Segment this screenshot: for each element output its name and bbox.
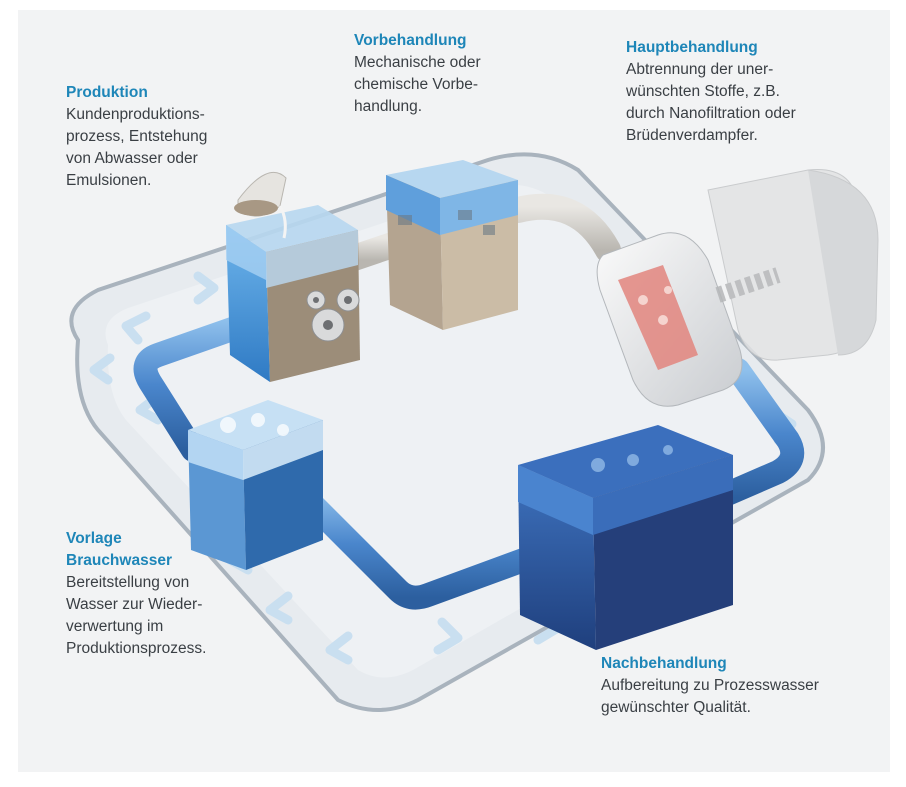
stage-description: Mechanische oder chemische Vorbe- handlu… (354, 54, 481, 115)
hauptbehandlung-module (596, 232, 743, 407)
stage-description: Abtrennung der uner- wünschten Stoffe, z… (626, 61, 796, 144)
return-pipe (133, 308, 805, 610)
stage-hauptbehandlung: Hauptbehandlung Abtrennung der uner- wün… (626, 37, 876, 147)
evaporator-unit (707, 168, 879, 361)
diagram-canvas (18, 10, 890, 772)
vorlage-tank (188, 400, 323, 570)
stage-title: Vorlage Brauchwasser (66, 530, 172, 569)
nachbehandlung-tank (518, 425, 733, 650)
stage-title: Hauptbehandlung (626, 39, 758, 56)
stage-nachbehandlung: Nachbehandlung Aufbereitung zu Prozesswa… (601, 653, 871, 719)
vorbehandlung-tank (386, 160, 518, 330)
stage-produktion: Produktion Kundenproduktions- prozess, E… (66, 82, 276, 192)
stage-vorbehandlung: Vorbehandlung Mechanische oder chemische… (354, 30, 554, 118)
funnel-icon (234, 171, 287, 239)
stage-vorlage-brauchwasser: Vorlage Brauchwasser Bereitstellung von … (66, 528, 286, 660)
stage-title: Vorbehandlung (354, 32, 467, 49)
produktion-tank (226, 205, 360, 382)
stage-title: Produktion (66, 84, 148, 101)
stage-description: Bereitstellung von Wasser zur Wieder- ve… (66, 574, 207, 657)
stage-description: Kundenproduktions- prozess, Entstehung v… (66, 106, 208, 189)
process-loop-illustration (69, 152, 879, 712)
stage-title: Nachbehandlung (601, 655, 727, 672)
stage-description: Aufbereitung zu Prozesswasser gewünschte… (601, 677, 819, 716)
